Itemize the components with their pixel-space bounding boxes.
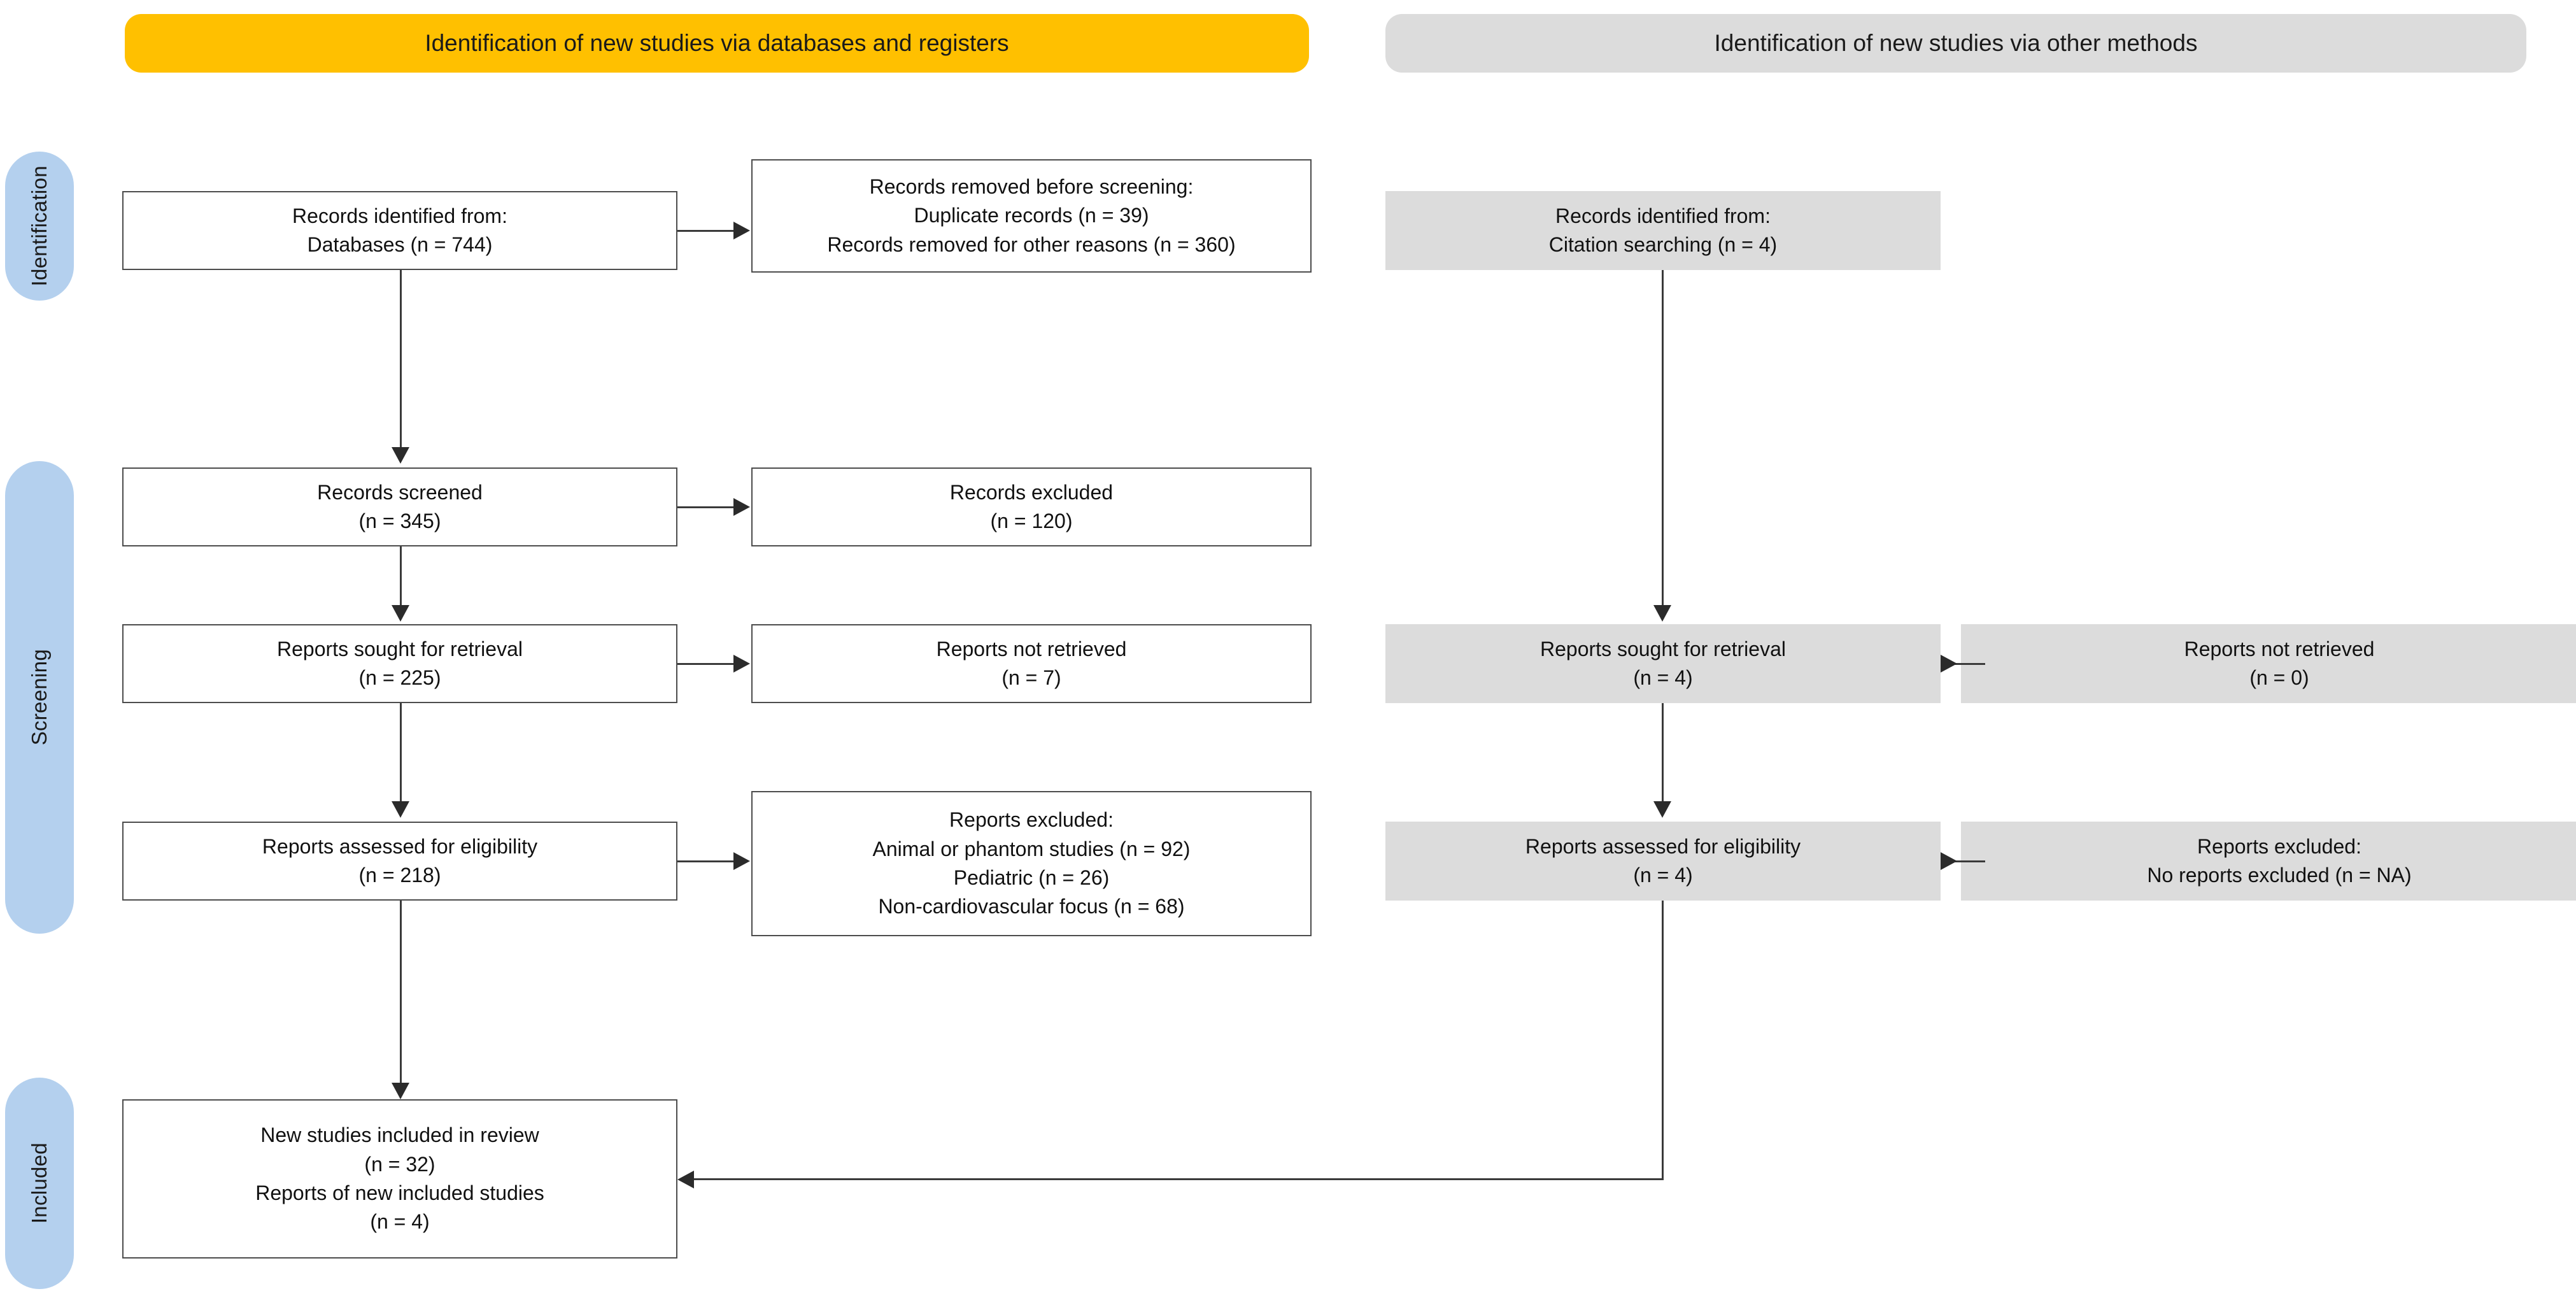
- banner-databases-and-registers: Identification of new studies via databa…: [125, 14, 1309, 73]
- box-line: Reports sought for retrieval: [1540, 637, 1786, 660]
- arrowhead-other-assessed-to-excluded: [1941, 852, 1957, 870]
- box-line: Animal or phantom studies (n = 92): [872, 837, 1191, 860]
- box-line: (n = 7): [1001, 666, 1061, 689]
- box-line: Reports not retrieved: [2184, 637, 2375, 660]
- box-line: (n = 32): [364, 1152, 435, 1176]
- banner-other-methods: Identification of new studies via other …: [1385, 14, 2526, 73]
- box-reports-assessed-for-eligibility: Reports assessed for eligibility (n = 21…: [122, 822, 677, 901]
- connector-sought-to-assessed: [400, 703, 402, 802]
- box-line: (n = 218): [358, 864, 441, 887]
- connector-assessed-to-excluded: [677, 860, 735, 862]
- box-line: (n = 4): [370, 1210, 430, 1234]
- connector-identified-to-screened: [400, 270, 402, 448]
- box-new-studies-included-in-review: New studies included in review (n = 32) …: [122, 1099, 677, 1259]
- connector-assessed-to-included: [400, 901, 402, 1087]
- box-line: (n = 225): [358, 666, 441, 689]
- box-line: Records removed for other reasons (n = 3…: [827, 232, 1236, 256]
- connector-other-sought-to-not-retrieved: [1941, 663, 1985, 665]
- box-line: Duplicate records (n = 39): [914, 204, 1149, 227]
- stage-label-included: Included: [27, 1143, 51, 1224]
- connector-screened-to-sought: [400, 546, 402, 606]
- box-records-screened: Records screened (n = 345): [122, 467, 677, 546]
- box-line: Reports excluded:: [2197, 834, 2361, 858]
- arrowhead-screened-to-sought: [392, 605, 409, 622]
- connector-screened-to-excluded: [677, 506, 735, 508]
- arrowhead-other-assessed-to-included: [677, 1171, 694, 1188]
- box-line: Records identified from:: [292, 204, 507, 227]
- arrowhead-other-sought-to-assessed: [1653, 801, 1671, 818]
- box-line: Reports assessed for eligibility: [1525, 834, 1801, 858]
- box-reports-excluded-with-reasons: Reports excluded: Animal or phantom stud…: [751, 791, 1312, 936]
- stage-pill-included: Included: [5, 1078, 74, 1289]
- arrowhead-sought-to-assessed: [392, 801, 409, 818]
- box-records-identified-citation-searching: Records identified from: Citation search…: [1385, 191, 1941, 270]
- box-line: Records identified from:: [1555, 204, 1771, 227]
- box-line: Citation searching (n = 4): [1548, 233, 1778, 256]
- stage-pill-screening: Screening: [5, 461, 74, 934]
- stage-label-identification: Identification: [27, 166, 51, 287]
- box-line: Databases (n = 744): [307, 233, 493, 256]
- connector-other-sought-to-assessed: [1662, 703, 1664, 802]
- arrowhead-screened-to-excluded: [733, 498, 750, 516]
- connector-identified-to-removed: [677, 230, 735, 232]
- box-line: (n = 4): [1633, 666, 1693, 689]
- stage-pill-identification: Identification: [5, 152, 74, 301]
- box-line: Pediatric (n = 26): [953, 866, 1110, 889]
- box-reports-sought-for-retrieval: Reports sought for retrieval (n = 225): [122, 624, 677, 703]
- connector-other-assessed-to-included-horizontal: [694, 1178, 1664, 1180]
- connector-citation-to-sought: [1662, 270, 1664, 606]
- box-records-removed-before-screening: Records removed before screening: Duplic…: [751, 159, 1312, 273]
- arrowhead-identified-to-screened: [392, 447, 409, 464]
- box-line: (n = 120): [990, 510, 1073, 532]
- arrowhead-other-sought-to-not-retrieved: [1941, 655, 1957, 673]
- box-line: Reports excluded:: [949, 808, 1114, 832]
- box-other-reports-assessed-for-eligibility: Reports assessed for eligibility (n = 4): [1385, 822, 1941, 901]
- box-line: (n = 4): [1633, 864, 1693, 887]
- box-other-reports-not-retrieved: Reports not retrieved (n = 0): [1961, 624, 2576, 703]
- connector-other-assessed-to-included-vertical: [1662, 901, 1664, 1180]
- box-line: Non-cardiovascular focus (n = 68): [878, 895, 1185, 918]
- box-line: New studies included in review: [260, 1123, 539, 1147]
- box-line: Records screened: [317, 480, 483, 504]
- box-reports-not-retrieved: Reports not retrieved (n = 7): [751, 624, 1312, 703]
- box-line: Reports of new included studies: [255, 1181, 544, 1204]
- box-records-excluded: Records excluded (n = 120): [751, 467, 1312, 546]
- box-other-reports-excluded: Reports excluded: No reports excluded (n…: [1961, 822, 2576, 901]
- box-line: Records excluded: [949, 480, 1114, 504]
- arrowhead-assessed-to-excluded: [733, 852, 750, 870]
- box-line: (n = 0): [2249, 666, 2309, 689]
- box-other-reports-sought-for-retrieval: Reports sought for retrieval (n = 4): [1385, 624, 1941, 703]
- box-records-identified-databases: Records identified from: Databases (n = …: [122, 191, 677, 270]
- arrowhead-citation-to-sought: [1653, 605, 1671, 622]
- arrowhead-assessed-to-included: [392, 1083, 409, 1099]
- stage-label-screening: Screening: [27, 649, 51, 746]
- box-line: No reports excluded (n = NA): [2147, 864, 2412, 887]
- arrowhead-sought-to-not-retrieved: [733, 655, 750, 673]
- box-line: Reports assessed for eligibility: [262, 834, 538, 858]
- arrowhead-identified-to-removed: [733, 222, 750, 239]
- connector-sought-to-not-retrieved: [677, 663, 735, 665]
- box-line: Reports sought for retrieval: [277, 637, 523, 660]
- box-line: (n = 345): [358, 510, 441, 532]
- box-line: Records removed before screening:: [869, 175, 1194, 198]
- connector-other-assessed-to-excluded: [1941, 860, 1985, 862]
- box-line: Reports not retrieved: [936, 637, 1127, 660]
